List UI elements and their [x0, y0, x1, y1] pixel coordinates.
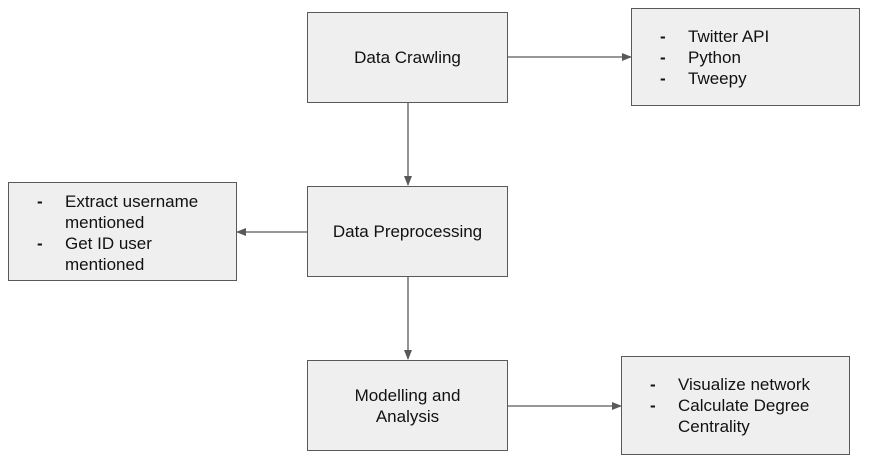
bullet-dash: -	[650, 375, 656, 394]
list-item-text: Twitter API	[688, 27, 770, 46]
node-data-crawling-label: Data Crawling	[354, 48, 461, 67]
bullet-dash: -	[37, 192, 43, 211]
list-item-text-line2: Centrality	[678, 417, 750, 436]
list-item-text-line1: Extract username	[65, 192, 199, 211]
list-item: - Visualize network	[622, 374, 849, 395]
list-item-text: Tweepy	[688, 69, 747, 88]
note-analysis-list: - Visualize network - Calculate Degree C…	[622, 374, 849, 437]
list-item: - Twitter API	[632, 26, 859, 47]
node-modelling-analysis-label-line2: Analysis	[375, 406, 440, 426]
bullet-dash: -	[650, 396, 656, 415]
list-item-text-line1: Calculate Degree	[678, 396, 810, 415]
list-item: - Python	[632, 47, 859, 68]
note-tools: - Twitter API - Python - Tweepy	[631, 8, 860, 106]
note-extract: - Extract username mentioned - Get ID us…	[8, 182, 237, 281]
node-data-preprocessing-label: Data Preprocessing	[332, 222, 483, 241]
list-item-text-line2: mentioned	[65, 213, 145, 232]
bullet-dash: -	[660, 69, 666, 88]
node-data-crawling: Data Crawling	[307, 12, 508, 103]
list-item: - Get ID user mentioned	[9, 233, 236, 275]
note-tools-list: - Twitter API - Python - Tweepy	[632, 26, 859, 89]
list-item-text-line1: Get ID user	[65, 234, 152, 253]
note-analysis: - Visualize network - Calculate Degree C…	[621, 356, 850, 455]
note-extract-list: - Extract username mentioned - Get ID us…	[9, 191, 236, 275]
bullet-dash: -	[37, 234, 43, 253]
list-item: - Tweepy	[632, 68, 859, 89]
list-item-text-line1: Visualize network	[678, 375, 810, 394]
bullet-dash: -	[660, 27, 666, 46]
node-modelling-analysis-label-line1: Modelling and	[354, 385, 461, 405]
list-item: - Extract username mentioned	[9, 191, 236, 233]
node-modelling-analysis-label: Modelling and Analysis	[355, 385, 461, 427]
list-item-text: Python	[688, 48, 741, 67]
node-modelling-analysis: Modelling and Analysis	[307, 360, 508, 451]
list-item-text-line2: mentioned	[65, 255, 145, 274]
bullet-dash: -	[660, 48, 666, 67]
node-data-preprocessing: Data Preprocessing	[307, 186, 508, 277]
list-item: - Calculate Degree Centrality	[622, 395, 849, 437]
